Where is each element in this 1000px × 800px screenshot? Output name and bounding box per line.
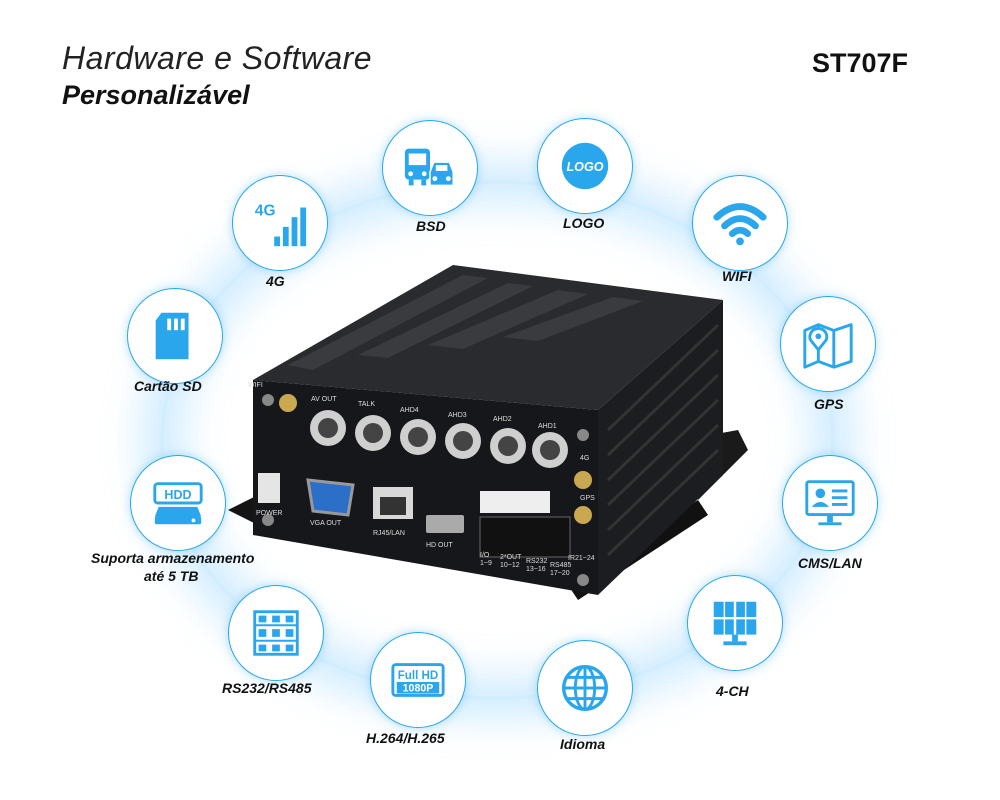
port-label-out: 2*OUT bbox=[500, 554, 522, 561]
port-label-ir: IR21~24 bbox=[568, 555, 595, 562]
port-label-rj45: RJ45/LAN bbox=[373, 530, 405, 537]
port-label-vga-out: VGA OUT bbox=[310, 520, 342, 527]
port-label-rs485-pins: 17~20 bbox=[550, 570, 570, 577]
svg-text:Full HD: Full HD bbox=[398, 669, 439, 682]
feature-hdd: HDD bbox=[128, 455, 228, 551]
feature-circle bbox=[687, 575, 783, 671]
port-label-out-pins: 10~12 bbox=[500, 562, 520, 569]
model-name: ST707F bbox=[811, 48, 908, 78]
feature-circle bbox=[127, 288, 223, 384]
port-label-ahd3: AHD3 bbox=[448, 412, 467, 419]
full-hd-icon: Full HD 1080P bbox=[391, 663, 445, 697]
logo-badge-icon: LOGO bbox=[561, 142, 609, 190]
port-label-rs232: RS232 bbox=[526, 558, 548, 565]
port-label-wifi: WIFI bbox=[248, 382, 263, 389]
port-label-io-pins: 1~9 bbox=[480, 560, 492, 567]
svg-text:HDD: HDD bbox=[164, 488, 191, 502]
map-pin-icon bbox=[803, 323, 853, 369]
port-label-power: POWER bbox=[256, 510, 282, 517]
label-storage-line2: até 5 TB bbox=[144, 568, 199, 584]
port-label-talk: TALK bbox=[358, 401, 375, 408]
port-label-rs232-pins: 13~16 bbox=[526, 566, 546, 573]
label-lang: Idioma bbox=[560, 736, 606, 752]
four-channel-screen-icon bbox=[713, 601, 757, 646]
label-4g: 4G bbox=[266, 273, 285, 289]
feature-circle bbox=[228, 585, 324, 681]
label-4ch: 4-CH bbox=[716, 683, 749, 699]
port-label-ahd2: AHD2 bbox=[493, 416, 512, 423]
globe-icon bbox=[562, 665, 608, 711]
wifi-icon bbox=[713, 203, 767, 246]
mdvr-device: WIFI AV OUT TALK AHD4 AHD3 AHD2 AHD1 4G … bbox=[228, 265, 748, 600]
label-sd: Cartão SD bbox=[134, 378, 202, 394]
feature-circle bbox=[382, 120, 478, 216]
feature-circle: Full HD 1080P bbox=[370, 632, 466, 728]
feature-rs bbox=[226, 585, 326, 681]
port-label-hd-out: HD OUT bbox=[426, 542, 454, 549]
port-label-ahd4: AHD4 bbox=[400, 407, 419, 414]
feature-4g: 4G bbox=[230, 175, 330, 271]
label-codec: H.264/H.265 bbox=[366, 730, 445, 746]
label-bsd: BSD bbox=[416, 218, 446, 234]
feature-wifi bbox=[690, 175, 790, 271]
label-gps: GPS bbox=[814, 396, 844, 412]
feature-logo: LOGO bbox=[535, 118, 635, 214]
feature-circle: LOGO bbox=[537, 118, 633, 214]
monitor-profile-icon bbox=[805, 480, 855, 526]
port-label-4g: 4G bbox=[580, 455, 589, 462]
svg-text:LOGO: LOGO bbox=[567, 160, 604, 174]
glow-ring bbox=[160, 180, 835, 700]
feature-circle bbox=[782, 455, 878, 551]
label-rs: RS232/RS485 bbox=[222, 680, 312, 696]
port-label-ahd1: AHD1 bbox=[538, 423, 557, 430]
bus-car-icon bbox=[404, 148, 454, 187]
feature-circle bbox=[780, 296, 876, 392]
feature-gps bbox=[778, 296, 878, 392]
feature-circle: HDD bbox=[130, 455, 226, 551]
feature-circle: 4G bbox=[232, 175, 328, 271]
hdd-icon: HDD bbox=[153, 482, 203, 525]
label-logo: LOGO bbox=[563, 215, 605, 231]
signal-4g-icon: 4G bbox=[255, 202, 307, 247]
feature-cms bbox=[780, 455, 880, 551]
svg-text:1080P: 1080P bbox=[403, 683, 434, 695]
label-cms: CMS/LAN bbox=[798, 555, 862, 571]
port-label-gps: GPS bbox=[580, 495, 595, 502]
feature-lang bbox=[535, 640, 635, 736]
title-line2: Personalizável bbox=[62, 80, 250, 110]
port-label-io: I/O bbox=[480, 552, 490, 559]
feature-bsd bbox=[380, 120, 480, 216]
label-storage-line1: Suporta armazenamento bbox=[91, 550, 255, 566]
sd-card-icon bbox=[155, 312, 189, 360]
title-line1: Hardware e Software bbox=[62, 40, 373, 76]
feature-sd bbox=[125, 288, 225, 384]
port-label-av-out: AV OUT bbox=[311, 396, 337, 403]
feature-codec: Full HD 1080P bbox=[368, 632, 468, 728]
connector-pins-icon bbox=[253, 610, 299, 656]
svg-text:4G: 4G bbox=[255, 202, 276, 219]
feature-circle bbox=[692, 175, 788, 271]
port-label-rs485: RS485 bbox=[550, 562, 572, 569]
feature-circle bbox=[537, 640, 633, 736]
feature-4ch bbox=[685, 575, 785, 671]
label-wifi: WIFI bbox=[722, 268, 752, 284]
